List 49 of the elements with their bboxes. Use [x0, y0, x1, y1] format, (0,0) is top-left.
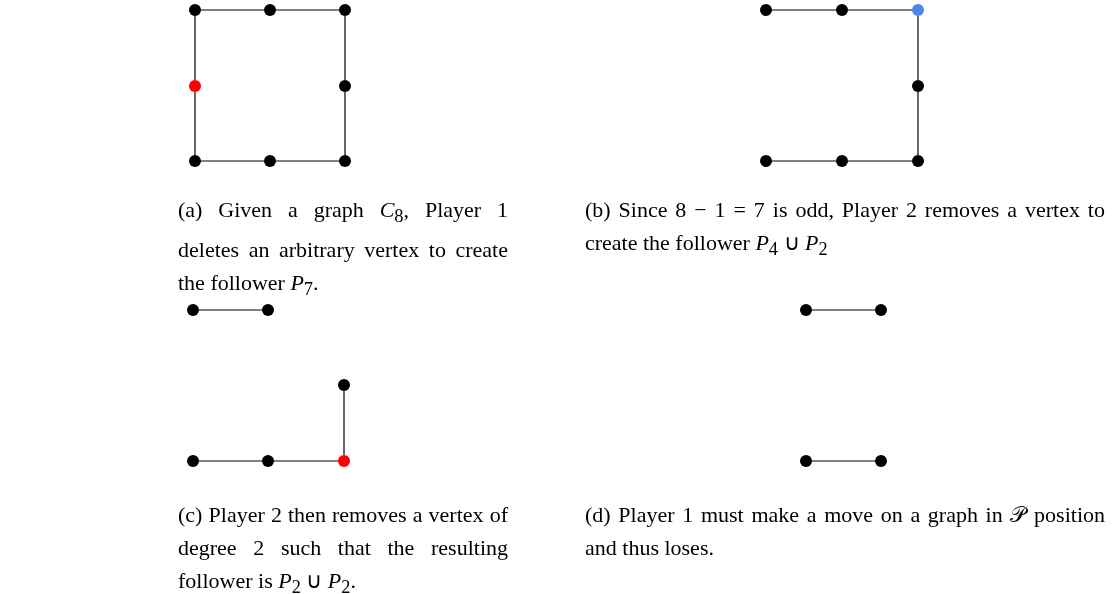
graph-edge [194, 91, 196, 156]
graph-edge [771, 9, 837, 11]
vertex-dot [189, 155, 201, 167]
vertex-dot [189, 80, 201, 92]
graph-edge [811, 309, 876, 311]
vertex-dot [836, 155, 848, 167]
figure-caption: (d) Player 1 must make a move on a graph in 𝒫 position and thus loses. [585, 501, 1105, 562]
vertex-dot [264, 4, 276, 16]
graph-edge [198, 309, 263, 311]
vertex-dot [760, 155, 772, 167]
figure-caption: (b) Since 8 − 1 = 7 is odd, Player 2 removes a vertex to create the follower P$_{4}$ ∪ P$_{2}$ [585, 196, 1105, 262]
graph-edge [344, 15, 346, 81]
vertex-dot [189, 4, 201, 16]
vertex-dot [339, 80, 351, 92]
vertex-dot [875, 304, 887, 316]
graph-edge [273, 460, 339, 462]
graph-edge [343, 390, 345, 456]
vertex-dot [912, 155, 924, 167]
graph-edge [917, 15, 919, 81]
vertex-dot [262, 455, 274, 467]
vertex-dot [187, 455, 199, 467]
graph-edge [811, 460, 876, 462]
figure-caption: (c) Player 2 then removes a vertex of degree 2 such that the resulting follower is P$_{2}$ ∪ P$_{2}$. [178, 501, 508, 594]
vertex-dot [800, 455, 812, 467]
vertex-dot [338, 379, 350, 391]
vertex-dot [264, 155, 276, 167]
vertex-dot [262, 304, 274, 316]
figure-caption: (a) Given a graph C$_{8}$, Player 1 deletes an arbitrary vertex to create the follower P$_{7}$. [178, 196, 508, 302]
graph-edge [194, 15, 196, 81]
vertex-dot [875, 455, 887, 467]
graph-edge [275, 9, 340, 11]
graph-edge [275, 160, 340, 162]
graph-edge [847, 9, 913, 11]
vertex-dot [912, 4, 924, 16]
vertex-dot [800, 304, 812, 316]
graph-edge [344, 91, 346, 156]
vertex-dot [187, 304, 199, 316]
vertex-dot [912, 80, 924, 92]
graph-edge [917, 91, 919, 156]
graph-edge [198, 460, 263, 462]
vertex-dot [338, 455, 350, 467]
graph-edge [771, 160, 837, 162]
graph-edge [200, 9, 265, 11]
vertex-dot [760, 4, 772, 16]
graph-edge [847, 160, 913, 162]
graph-edge [200, 160, 265, 162]
vertex-dot [339, 155, 351, 167]
vertex-dot [836, 4, 848, 16]
vertex-dot [339, 4, 351, 16]
